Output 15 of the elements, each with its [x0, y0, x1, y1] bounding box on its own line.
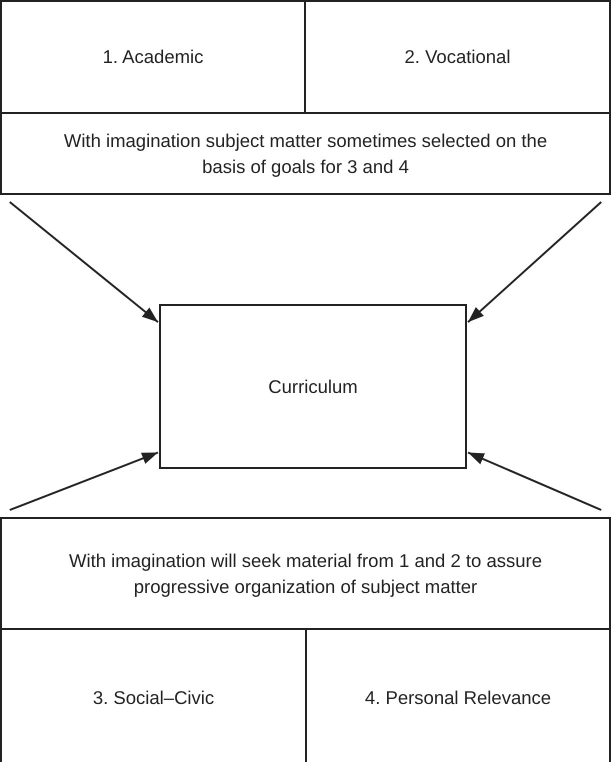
- table-cell: [2, 2, 306, 114]
- cell-text: With imagination subject matter sometimes selected on the basis of goals for 3 and 4: [62, 128, 548, 179]
- cell-text: 3. Social–Civic: [92, 686, 214, 710]
- process-box: [159, 304, 467, 469]
- cell-text: 1. Academic: [102, 45, 204, 70]
- cell-text: With imagination will seek material from 1 and 2 to assure progressive organization of subject matter: [68, 548, 543, 599]
- group-box: [0, 517, 611, 762]
- arrow: [468, 452, 602, 511]
- group-box: [0, 0, 611, 195]
- cell-text: 4. Personal Relevance: [364, 686, 552, 710]
- arrow: [9, 201, 159, 323]
- arrow: [9, 452, 158, 511]
- cell-text: Curriculum: [268, 374, 358, 399]
- arrow: [467, 201, 602, 323]
- cell-text: 2. Vocational: [404, 45, 510, 70]
